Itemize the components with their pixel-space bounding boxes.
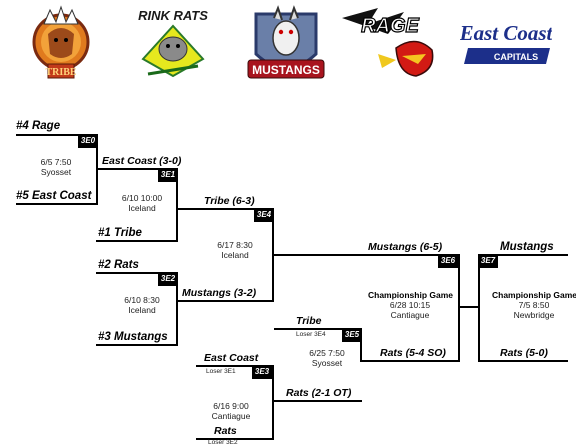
g3-bottom-note: Loser 3E2 [208,439,238,446]
g7-game-id: 3E7 [478,254,498,268]
rage-logo: RAGE [338,4,440,84]
g6-bottom-line [360,360,460,362]
g5-bottom-line [274,400,362,402]
g5-connector [360,328,362,360]
east-coast-logo-text: East Coast [460,21,552,45]
g2-bottom-line [96,344,178,346]
g5-top-note: Loser 3E4 [296,331,326,338]
g2-bottom-team: #3 Mustangs [98,331,168,343]
g1-date: 6/10 10:00 [121,193,163,203]
tribe-logo: TRIBE [30,4,92,84]
g6-date: 6/28 10:15 [389,300,431,310]
g0-place: Syosset [40,167,72,177]
g0-game-id: 3E0 [78,134,98,148]
rink-rats-logo-text: RINK RATS [138,8,208,23]
rink-rats-logo: RINK RATS [128,4,218,84]
g6-place: Cantiague [390,310,430,320]
g7-top-line [478,254,568,256]
g3-connector [272,365,274,438]
g0-date: 6/5 7:50 [40,157,72,167]
g2-top-team: #2 Rats [98,259,139,271]
g3-bottom-team: Rats [214,425,237,437]
g5-game-id: 3E5 [342,328,362,342]
g2-place: Iceland [128,305,156,315]
g7-date: 7/5 8:50 [518,300,550,310]
g5-top-team: Tribe [296,315,322,327]
g1-top-team: East Coast (3-0) [102,155,182,167]
g0-bottom-line [16,203,98,205]
g7-top-team: Mustangs [500,241,554,253]
g1-bottom-team: #1 Tribe [98,227,142,239]
rage-logo-text: RAGE [361,15,419,37]
g0-bottom-team: #5 East Coast [16,190,92,202]
g7-bottom-line [478,360,568,362]
g6-to-g7-line [458,306,478,308]
g3-game-id: 3E3 [252,365,272,379]
g4-bottom-team: Mustangs (3-2) [182,287,257,299]
g6-game-id: 3E6 [438,254,458,268]
tribe-logo-text: TRIBE [45,67,76,78]
g7-title: Championship Game [492,290,576,300]
g6-top-line [274,254,460,256]
g7-bottom-team: Rats (5-0) [500,347,548,359]
east-coast-capitals-logo: East Coast CAPITALS [460,4,552,84]
g5-top-line [274,328,362,330]
g1-connector [176,168,178,240]
g3-top-line [196,365,274,367]
g2-date: 6/10 8:30 [124,295,160,305]
g2-connector [176,272,178,344]
g6-title: Championship Game [368,290,454,300]
mustangs-logo: MUSTANGS [244,4,328,84]
g4-game-id: 3E4 [254,208,274,222]
g4-bottom-line [176,300,274,302]
g1-game-id: 3E1 [158,168,178,182]
g3-bottom-line [196,438,274,440]
g7-connector [478,254,480,362]
g2-game-id: 3E2 [158,272,178,286]
g1-top-line [96,168,178,170]
g3-place: Cantiague [211,411,251,421]
g5-bottom-team: Rats (2-1 OT) [286,387,352,399]
capitals-logo-text: CAPITALS [494,52,538,62]
g1-bottom-line [96,240,178,242]
mustangs-logo-text: MUSTANGS [252,63,320,77]
g4-connector [272,208,274,300]
g4-place: Iceland [221,250,249,260]
g2-top-line [96,272,178,274]
g3-top-note: Loser 3E1 [206,368,236,375]
g4-date: 6/17 8:30 [217,240,253,250]
g1-place: Iceland [128,203,156,213]
g0-top-line [16,134,98,136]
g3-date: 6/16 9:00 [213,401,249,411]
g5-date: 6/25 7:50 [309,348,345,358]
g4-top-team: Tribe (6-3) [204,195,255,207]
g3-top-team: East Coast [204,352,259,364]
g0-top-team: #4 Rage [16,120,61,132]
g5-place: Syosset [311,358,343,368]
g4-top-line [176,208,274,210]
g6-bottom-team: Rats (5-4 SO) [380,347,446,359]
g6-top-team: Mustangs (6-5) [368,241,443,253]
g7-place: Newbridge [513,310,555,320]
